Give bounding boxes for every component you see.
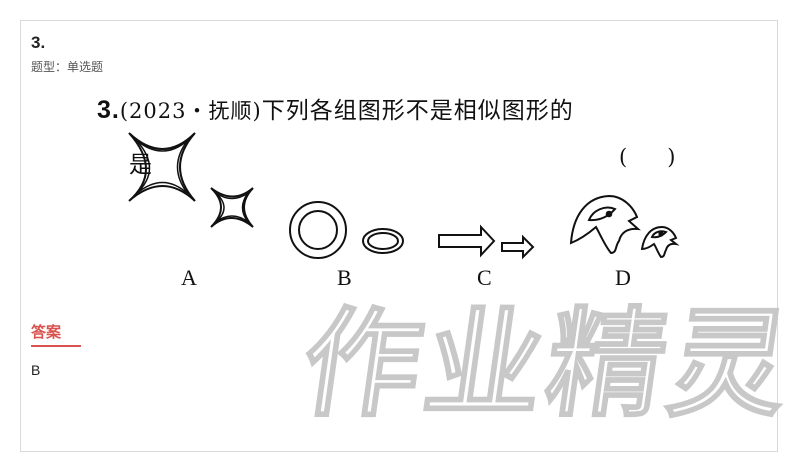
stem-text: 下列各组图形不是相似图形的 xyxy=(261,98,574,124)
stem-number: 3. xyxy=(97,96,120,124)
option-a-figure-icon xyxy=(128,132,254,228)
question-stem-line1: 3.(2023・抚顺)下列各组图形不是相似图形的 xyxy=(97,91,574,125)
option-d-label: D xyxy=(615,265,631,290)
stem-source: (2023・抚顺) xyxy=(119,99,262,123)
option-figures xyxy=(128,132,680,260)
option-c-figure-icon xyxy=(438,224,535,260)
answer-label: 答案 xyxy=(31,323,62,341)
option-c-label: C xyxy=(477,265,492,290)
answer-blank: ( ) xyxy=(619,145,676,169)
answer-underline xyxy=(31,345,81,347)
option-b-label: B xyxy=(337,265,352,290)
question-card: 3. 题型：单选题 3.(2023・抚顺)下列各组图形不是相似图形的 是 ( ) xyxy=(20,20,778,452)
question-type-label: 题型：单选题 xyxy=(31,60,104,74)
option-d-figure-icon xyxy=(569,194,680,259)
question-number: 3. xyxy=(31,33,46,52)
answer-value: B xyxy=(31,362,41,378)
option-b-figure-icon xyxy=(289,201,404,259)
option-a-label: A xyxy=(181,265,197,290)
